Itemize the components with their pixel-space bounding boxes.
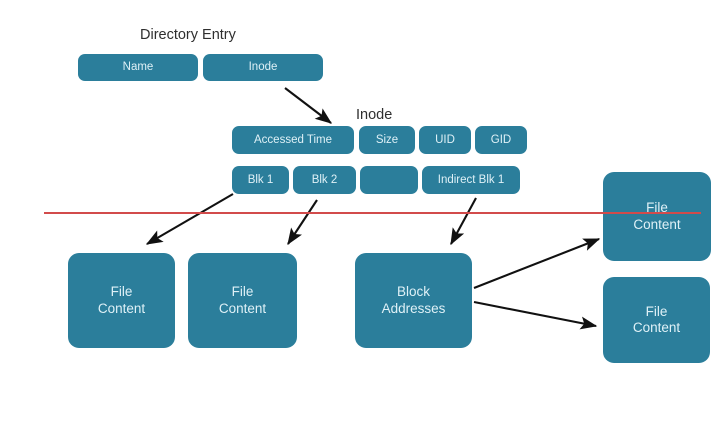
block-block-addresses[interactable]: Block Addresses bbox=[355, 253, 472, 348]
block-file-content-2-line1: File bbox=[231, 284, 254, 300]
directory-entry-name-label: Name bbox=[122, 61, 154, 74]
directory-entry-inode-label: Inode bbox=[248, 61, 278, 74]
block-file-content-4-line2: Content bbox=[632, 320, 681, 335]
block-file-content-2-label: File Content bbox=[219, 284, 266, 317]
arrow-dirent-to-inode bbox=[284, 87, 333, 124]
block-file-content-4-line1: File bbox=[645, 303, 668, 319]
inode-field-accessed-time[interactable]: Accessed Time bbox=[232, 126, 354, 154]
arrow-indirect-to-block-addresses bbox=[450, 197, 477, 246]
caption-directory-entry: Directory Entry bbox=[140, 27, 236, 43]
block-file-content-2[interactable]: File Content bbox=[188, 253, 297, 348]
directory-entry-name-field[interactable]: Name bbox=[78, 54, 198, 81]
arrow-block-addresses-to-file-content-3 bbox=[473, 238, 601, 289]
block-block-addresses-label: Block Addresses bbox=[382, 284, 446, 317]
block-file-content-3[interactable]: File Content bbox=[603, 172, 711, 261]
arrow-blk2-to-file-content-2 bbox=[287, 199, 318, 246]
caption-inode-label: Inode bbox=[356, 107, 393, 123]
inode-field-blk-empty[interactable] bbox=[360, 166, 418, 194]
block-file-content-4-label: File Content bbox=[633, 304, 680, 337]
inode-field-blk-2[interactable]: Blk 2 bbox=[293, 166, 356, 194]
inode-field-size-label: Size bbox=[375, 133, 399, 146]
block-block-addresses-line2: Addresses bbox=[381, 300, 446, 316]
inode-field-blk-1-label: Blk 1 bbox=[247, 173, 274, 186]
inode-field-blk-2-label: Blk 2 bbox=[311, 173, 338, 186]
block-file-content-1[interactable]: File Content bbox=[68, 253, 175, 348]
inode-field-uid[interactable]: UID bbox=[419, 126, 471, 154]
block-file-content-1-line2: Content bbox=[97, 300, 146, 316]
inode-field-gid[interactable]: GID bbox=[475, 126, 527, 154]
arrow-block-addresses-to-file-content-4 bbox=[473, 300, 598, 330]
block-file-content-1-label: File Content bbox=[98, 284, 145, 317]
block-file-content-3-line1: File bbox=[646, 200, 668, 216]
block-file-content-1-line1: File bbox=[110, 284, 133, 300]
disk-boundary-line bbox=[44, 212, 701, 214]
block-file-content-3-label: File Content bbox=[633, 200, 680, 233]
inode-field-uid-label: UID bbox=[435, 133, 455, 146]
arrow-blk1-to-file-content-1 bbox=[145, 193, 234, 245]
block-file-content-3-line2: Content bbox=[633, 216, 681, 232]
directory-entry-inode-field[interactable]: Inode bbox=[203, 54, 323, 81]
caption-inode: Inode bbox=[356, 107, 392, 123]
block-file-content-2-line2: Content bbox=[218, 300, 267, 316]
caption-directory-entry-label: Directory Entry bbox=[140, 27, 236, 43]
inode-field-blk-1[interactable]: Blk 1 bbox=[232, 166, 289, 194]
inode-field-gid-label: GID bbox=[490, 133, 512, 146]
inode-field-indirect-blk-1-label: Indirect Blk 1 bbox=[437, 173, 505, 186]
inode-field-accessed-time-label: Accessed Time bbox=[254, 133, 332, 146]
block-file-content-4[interactable]: File Content bbox=[603, 277, 710, 363]
block-block-addresses-line1: Block bbox=[396, 284, 430, 300]
inode-field-size[interactable]: Size bbox=[359, 126, 415, 154]
inode-field-indirect-blk-1[interactable]: Indirect Blk 1 bbox=[422, 166, 520, 194]
